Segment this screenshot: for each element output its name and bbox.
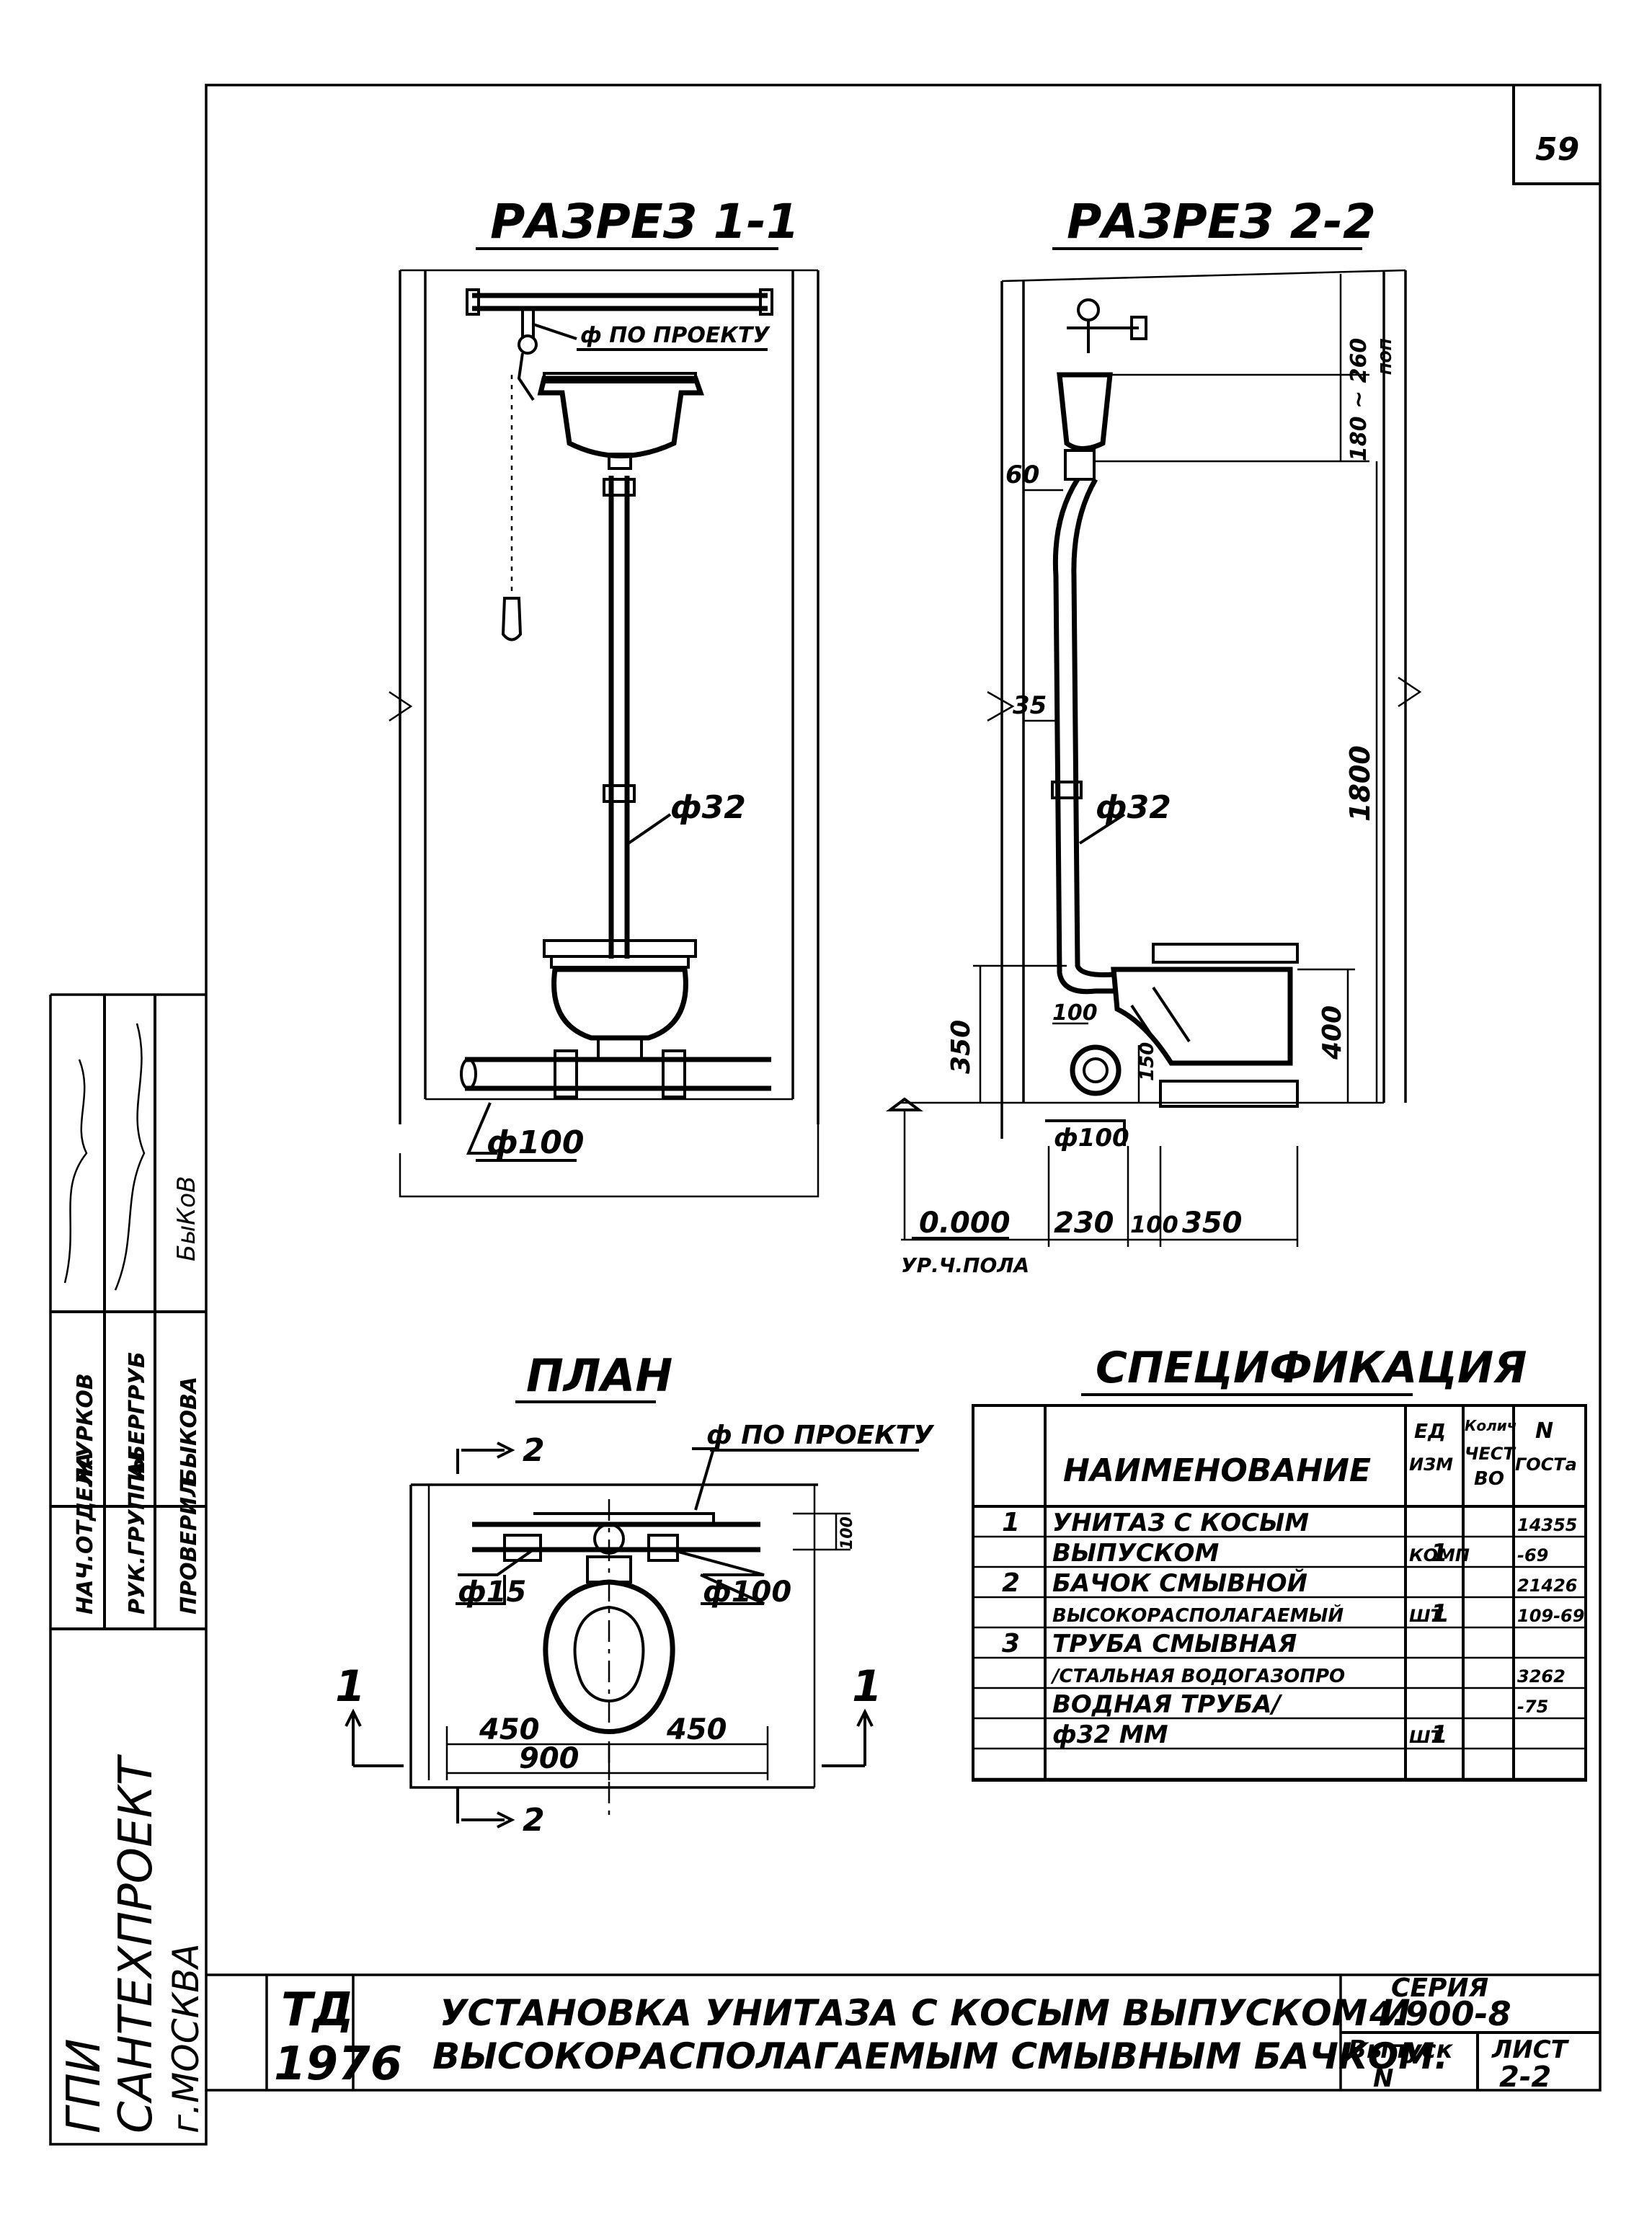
stamp-role-2: РУК.ГРУППЫ [125, 1451, 150, 1614]
spec-header-gost-1: N [1535, 1418, 1553, 1444]
stamp-org-1: ГПИ [58, 2038, 111, 2133]
dim-100-bottom: 100 [1130, 1211, 1178, 1238]
dim-150: 150 [1137, 1042, 1158, 1081]
stamp-series-value: 4.900-8 [1369, 1994, 1511, 2033]
stamp-name-1: ЖУРКОВ [73, 1373, 98, 1486]
plan-pipe-note: ф ПО ПРОЕКТУ [706, 1421, 935, 1450]
level-note: УР.Ч.ПОЛА [901, 1253, 1029, 1277]
stamp-td-2: 1976 [274, 2038, 402, 2091]
sheet-number: 59 [1535, 131, 1579, 168]
spec-cell-gost: 21426 [1517, 1576, 1578, 1596]
spec-cell-qty: 1 [1431, 1599, 1448, 1628]
section-2-drawing: ф32 180 ~ 260 ПОП 60 35 1800 350 100 150… [886, 269, 1422, 1277]
stamp-title-line-1: УСТАНОВКА УНИТАЗА С КОСЫМ ВЫПУСКОМ И [440, 1992, 1411, 2034]
left-stamp: НАЧ.ОТДЕЛА РУК.ГРУППЫ ПРОВЕРИЛ ЖУРКОВ ГА… [50, 995, 207, 2133]
stamp-org-2: САНТЕХПРОЕКТ [110, 1754, 163, 2133]
spec-cell-name: ВОДНАЯ ТРУБА/ [1052, 1690, 1282, 1719]
stamp-signature-3: БыКоВ [172, 1176, 201, 1261]
spec-header-qty-3: ВО [1474, 1468, 1504, 1490]
stamp-role-3: ПРОВЕРИЛ [177, 1479, 202, 1614]
spec-cell-name: ф32 ММ [1052, 1720, 1168, 1749]
section-1-pipe-note: ф ПО ПРОЕКТУ [580, 323, 771, 348]
plan-dim-450-right: 450 [666, 1713, 727, 1746]
spec-row-lines [973, 1535, 1586, 1780]
plan-cut-1-right: 1 [852, 1661, 882, 1712]
spec-cell-gost: 3262 [1517, 1666, 1566, 1687]
stamp-sheet-value: 2-2 [1499, 2061, 1551, 2094]
dim-230: 230 [1054, 1207, 1114, 1240]
stamp-series-label: СЕРИЯ [1391, 1973, 1488, 2003]
dim-400: 400 [1318, 1005, 1347, 1060]
plan-drawing: 2 2 1 1 ф ПО ПРОЕКТУ 100 ф15 ф100 [335, 1421, 935, 1839]
spec-title: СПЕЦИФИКАЦИЯ [1096, 1343, 1527, 1393]
sheet-number-box: 59 [1512, 85, 1600, 185]
dim-tank-height: 180 ~ 260 [1346, 338, 1372, 461]
spec-header-unit-1: ЕД [1414, 1419, 1446, 1443]
level-value: 0.000 [919, 1207, 1011, 1240]
stamp-org-3: г.МОСКВА [165, 1943, 207, 2133]
spec-cell-unit: КОМП [1409, 1545, 1470, 1565]
spec-cell-qty: 1 [1431, 1539, 1448, 1568]
stamp-td-1: ТД [281, 1984, 354, 2037]
dim-350-bottom: 350 [1182, 1207, 1243, 1240]
spec-cell-n: 1 [1002, 1508, 1020, 1537]
stamp-issue-label: Выпуск [1348, 2035, 1453, 2064]
spec-cell-name: ТРУБА СМЫВНАЯ [1052, 1630, 1297, 1658]
dim-1800: 1800 [1344, 745, 1376, 822]
dim-offset-60: 60 [1005, 461, 1039, 489]
stamp-issue-value: N [1373, 2064, 1393, 2093]
stamp-sheet-label: ЛИСТ [1491, 2035, 1570, 2064]
section-1-title: РАЗРЕЗ 1-1 [490, 194, 799, 249]
dim-offset-35: 35 [1013, 691, 1047, 720]
spec-header-unit-2: ИЗМ [1409, 1454, 1453, 1475]
spec-cell-n: 2 [1002, 1568, 1020, 1598]
spec-cell-gost: -69 [1517, 1545, 1548, 1565]
spec-header-name: НАИМЕНОВАНИЕ [1063, 1452, 1371, 1489]
section-1-sewer-label: ф100 [487, 1124, 585, 1161]
stamp-name-2: ГАБЕРГРУБ [125, 1351, 150, 1492]
title-block: ТД 1976 УСТАНОВКА УНИТАЗА С КОСЫМ ВЫПУСК… [265, 1973, 1600, 2094]
plan-title: ПЛАН [526, 1349, 672, 1402]
stamp-name-3: БЫКОВА [177, 1377, 202, 1485]
plan-dim-450-left: 450 [479, 1713, 540, 1746]
section-1-flush-pipe-label: ф32 [670, 789, 746, 826]
dim-100-top: 100 [1052, 1000, 1098, 1026]
section-2-sewer-label: ф100 [1054, 1124, 1129, 1152]
section-2-flush-pipe-label: ф32 [1096, 789, 1171, 826]
spec-table: НАИМЕНОВАНИЕ ЕД ИЗМ Колич ЧЕСТ ВО N ГОСТ… [972, 1404, 1587, 1782]
spec-header-gost-2: ГОСТа [1515, 1454, 1577, 1475]
spec-cell-gost: 14355 [1517, 1515, 1578, 1535]
section-2-title: РАЗРЕЗ 2-2 [1067, 194, 1376, 249]
spec-cell-unit: ШТ. [1409, 1606, 1449, 1626]
spec-cell-gost: -75 [1517, 1697, 1548, 1717]
spec-cell-name: /СТАЛЬНАЯ ВОДОГАЗОПРО [1050, 1666, 1345, 1687]
sheet-frame [49, 84, 1602, 2146]
section-1-drawing: ф32 ф100 ф ПО ПРОЕКТУ [388, 269, 820, 1198]
spec-cell-qty: 1 [1431, 1720, 1448, 1749]
dim-350-left: 350 [946, 1020, 976, 1074]
plan-dim-900: 900 [519, 1742, 579, 1775]
dim-tank-height-note: ПОП [1377, 338, 1395, 375]
spec-cell-gost: 109-69 [1517, 1606, 1584, 1626]
spec-cell-name: БАЧОК СМЫВНОЙ [1052, 1568, 1307, 1598]
plan-cut-1-left: 1 [335, 1661, 365, 1712]
spec-cell-n: 3 [1002, 1629, 1020, 1658]
spec-header-qty-1: Колич [1465, 1417, 1516, 1434]
plan-dim-100: 100 [838, 1516, 856, 1550]
stamp-title-line-2: ВЫСОКОРАСПОЛАГАЕМЫМ СМЫВНЫМ БАЧКОМ. [432, 2035, 1448, 2077]
spec-cell-unit: ШТ [1409, 1727, 1444, 1747]
plan-cut-2-top: 2 [523, 1432, 545, 1469]
spec-cell-name: УНИТАЗ С КОСЫМ [1052, 1509, 1309, 1537]
spec-cell-name: ВЫСОКОРАСПОЛАГАЕМЫЙ [1052, 1604, 1344, 1627]
spec-cell-name: ВЫПУСКОМ [1052, 1539, 1219, 1568]
signature-2 [114, 1023, 146, 1291]
stamp-role-1: НАЧ.ОТДЕЛА [73, 1452, 98, 1614]
signature-1 [63, 1059, 88, 1284]
plan-cut-2-bottom: 2 [523, 1802, 545, 1839]
spec-header-qty-2: ЧЕСТ [1465, 1444, 1516, 1464]
